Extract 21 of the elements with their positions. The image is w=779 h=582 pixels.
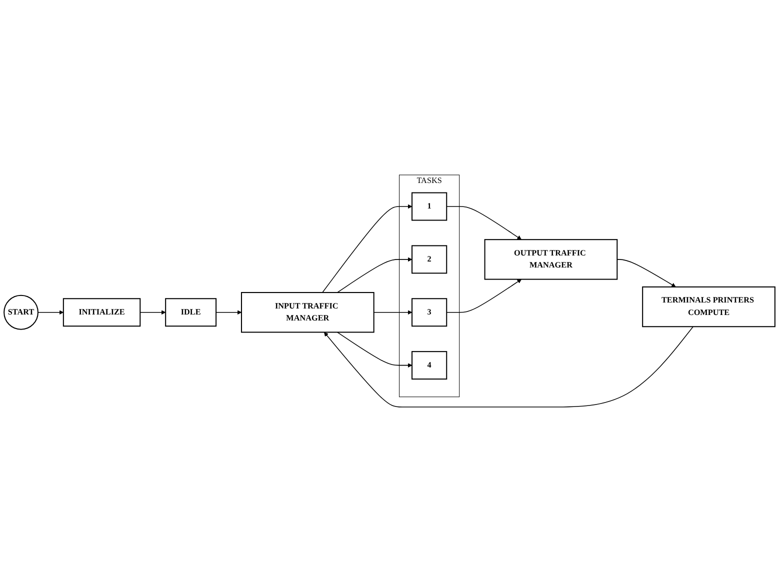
- arrow: [216, 310, 242, 315]
- node-box: 2: [412, 245, 448, 274]
- node-box: INITIALIZE: [62, 298, 141, 327]
- arrow: [336, 257, 412, 293]
- arrow: [373, 310, 412, 315]
- node-box: 4: [412, 351, 448, 380]
- node-circle: START: [4, 294, 38, 330]
- arrow: [140, 310, 166, 315]
- arrow: [446, 206, 522, 240]
- arrow: [446, 279, 522, 313]
- node-box: OUTPUT TRAFFIC MANAGER: [484, 239, 618, 280]
- arrow: [38, 310, 64, 315]
- arrow: [324, 326, 694, 408]
- node-box: 1: [412, 192, 448, 221]
- arrow: [322, 204, 412, 293]
- node-box: 3: [412, 298, 448, 327]
- node-box: INPUT TRAFFIC MANAGER: [240, 292, 374, 333]
- arrow: [616, 259, 676, 288]
- node-box: TERMINALS PRINTERS COMPUTE: [642, 286, 776, 328]
- arrow: [336, 332, 412, 368]
- node-box: IDLE: [165, 298, 217, 327]
